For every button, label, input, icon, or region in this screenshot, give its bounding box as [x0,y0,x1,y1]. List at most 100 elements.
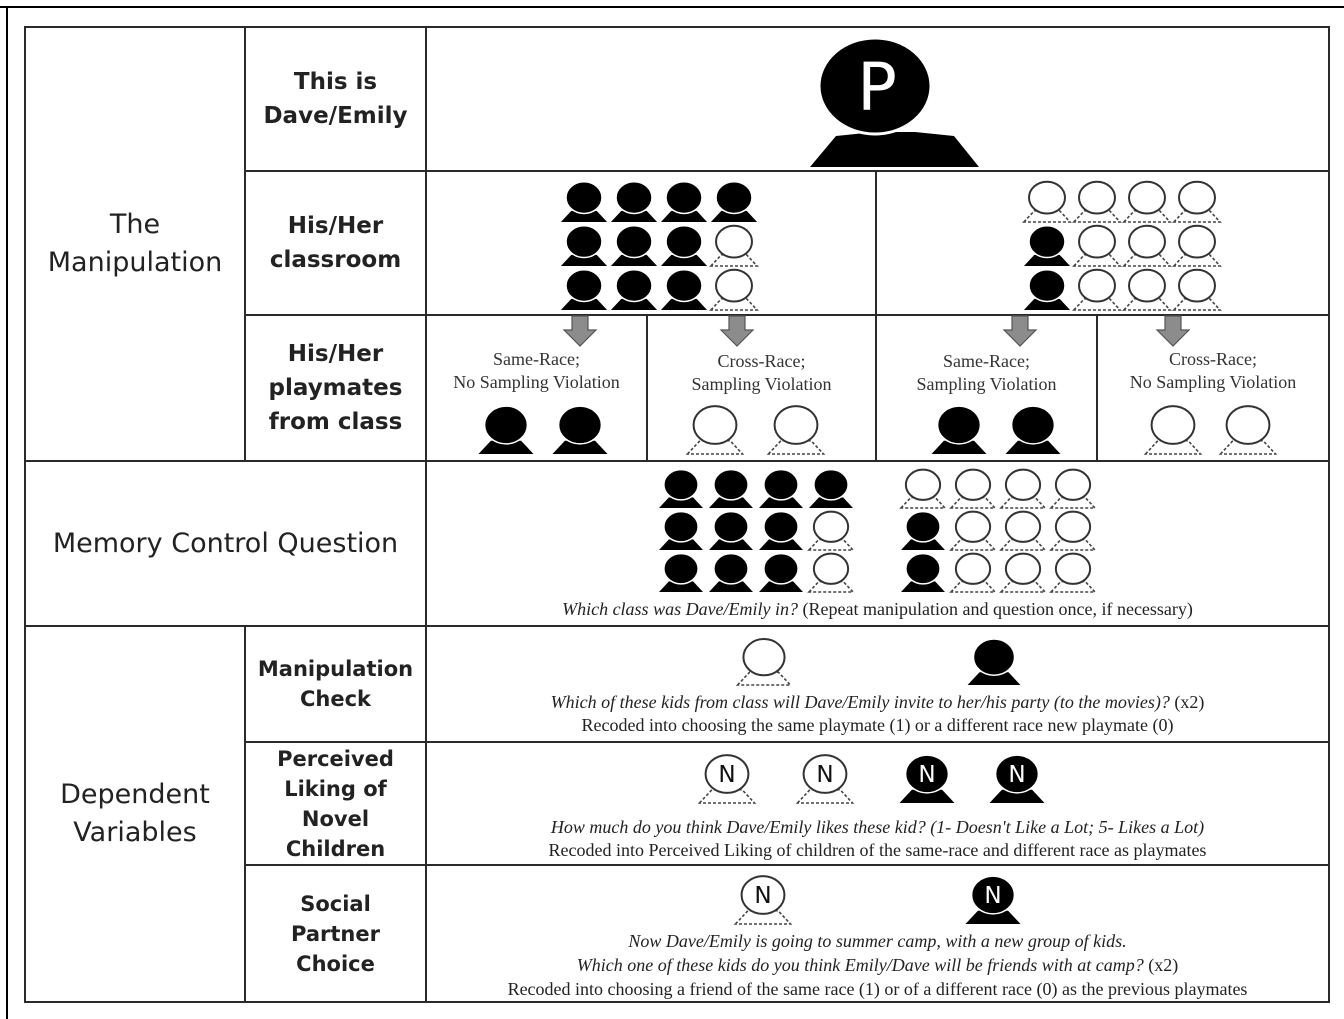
class-left-child-r2c2-body [610,254,658,266]
liking-novel-children-child-1-letter: N [718,762,735,788]
condition-2-line1: Cross-Race; [717,351,806,371]
memory-black-class-child-r3c4-body [807,580,855,593]
study-design-diagram: The Manipulation This is Dave/Emily P Hi… [24,26,1330,1003]
condition-3-playmates-child-2-body [1005,440,1061,454]
memory-black-class-child-r3c4-head [812,552,850,585]
condition-4-line2: No Sampling Violation [1129,372,1297,392]
class-right-child-r2c3 [1122,224,1172,267]
class-right-child-r3c1 [1023,269,1071,310]
memory-label-cell: Memory Control Question [24,460,427,627]
class-right-child-r3c4 [1172,268,1222,311]
class-left-child-r3c1-body [560,298,608,310]
memory-black-class-child-r2c2-head [713,510,749,543]
class-left-child-r2c1-body [560,254,608,266]
memory-black-class-child-r1c2 [709,468,753,508]
condition-3-playmates [931,405,1061,454]
condition-3-line1: Same-Race; [943,351,1030,371]
class-left-child-r2c3-head [665,225,703,259]
class-left-child-r1c2-head [615,181,653,215]
protagonist-letter: P [857,49,897,126]
class-right-child-r2c3-head [1128,224,1166,259]
condition-3-playmates-child-1-head [936,405,982,445]
memory-black-class-child-r3c4 [807,552,855,593]
class-right-child-r2c1-head [1028,225,1066,259]
liking-novel-children-child-3: N [899,754,955,803]
memory-black-class-child-r3c2 [709,552,753,592]
memory-white-class-child-r2c1-head [905,510,941,543]
class-left-child-r2c3-body [660,254,708,266]
memory-black-class-child-r2c4-head [812,510,850,543]
memory-white-class-child-r3c1 [901,552,945,592]
class-right-child-r1c2-body [1072,210,1122,223]
arrow-down-icon-2 [719,315,755,347]
class-right-child-r3c3-head [1128,268,1166,303]
liking-label: Perceived Liking of Novel Children [277,746,394,861]
condition-2-playmates-child-1 [685,405,745,455]
memory-black-class-child-r1c3-body [759,497,803,508]
memory-white-class-child-r3c3-body [999,580,1047,593]
liking-novel-children-child-4-letter: N [1008,762,1025,788]
classroom-mostly-white-grid [1022,180,1222,311]
social-line2: Which one of these kids do you think Emi… [427,954,1328,977]
liking-question: How much do you think Dave/Emily likes t… [427,816,1328,839]
class-left-child-r1c2-body [610,210,658,222]
memory-white-class-child-r1c1-head [904,468,942,501]
manipulation-check-content-cell: Which of these kids from class will Dave… [425,625,1330,743]
protagonist-head [817,36,933,136]
class-left-child-r1c2 [610,181,658,222]
memory-black-class-child-r2c3-body [759,539,803,550]
class-right-child-r1c4 [1172,180,1222,223]
social-label: Social Partner Choice [291,891,380,976]
memory-black-class-child-r2c3 [759,510,803,550]
memory-white-class-child-r3c3 [999,552,1047,593]
condition-4-playmates-child-1-body [1143,439,1203,455]
arrow-down-icon-4 [1155,315,1191,347]
condition-2-playmates-child-2-body [766,439,826,455]
memory-white-class-child-r2c4-head [1054,510,1092,543]
class-right-child-r2c2-body [1072,254,1122,267]
class-right-child-r3c4-head [1178,268,1216,303]
social-novel-choices-child-2-body [965,910,1021,924]
memory-black-class-child-r1c2-head [713,468,749,501]
memory-black-class-child-r1c4-body [809,497,853,508]
class-right-child-r1c2-head [1078,180,1116,215]
memory-black-class-child-r1c1 [659,468,703,508]
memory-white-class-child-r2c1 [901,510,945,550]
liking-novel-children-child-2: N [795,754,855,804]
social-recode: Recoded into choosing a friend of the sa… [507,979,1248,999]
class-right-child-r1c2 [1072,180,1122,223]
memory-white-class-child-r3c2-body [949,580,997,593]
memory-black-class-child-r1c4-head [813,468,849,501]
memory-white-class-child-r1c4 [1049,468,1097,509]
condition-cell-4: Cross-Race; No Sampling Violation [1096,314,1330,462]
condition-4-line1: Cross-Race; [1169,349,1257,369]
class-left-child-r3c4 [709,268,759,311]
memory-white-class-child-r2c1-body [901,539,945,550]
memory-white-class-child-r3c2-head [954,552,992,585]
memory-black-class-child-r1c3 [759,468,803,508]
condition-2-line2: Sampling Violation [691,374,832,394]
classroom-mostly-black-grid [560,181,759,311]
social-line2-italic: Which one of these kids do you think Emi… [576,955,1144,975]
class-right-child-r3c2-body [1072,298,1122,311]
class-left-child-r1c4-head [715,181,753,215]
class-left-child-r2c2-head [615,225,653,259]
class-left-child-r3c4-head [715,268,753,303]
class-right-child-r1c4-head [1178,180,1216,215]
row-label-classroom: His/Her classroom [269,213,402,273]
social-label-cell: Social Partner Choice [244,864,427,1003]
class-right-child-r2c4-body [1172,254,1222,267]
class-right-child-r1c3-head [1128,180,1166,215]
liking-novel-children-child-4: N [989,754,1045,803]
memory-white-class-child-r3c4-head [1054,552,1092,585]
memory-black-class-child-r2c4 [807,510,855,551]
class-right-child-r3c1-body [1023,298,1071,310]
class-right-child-r1c1-head [1028,180,1066,215]
memory-black-class-child-r3c2-head [713,552,749,585]
condition-4-playmates-child-2 [1218,405,1278,455]
dependent-label-cell: Dependent Variables [24,625,246,1003]
row-label-this-is: This is Dave/Emily [263,69,408,129]
condition-1-playmates-child-1 [478,405,534,454]
